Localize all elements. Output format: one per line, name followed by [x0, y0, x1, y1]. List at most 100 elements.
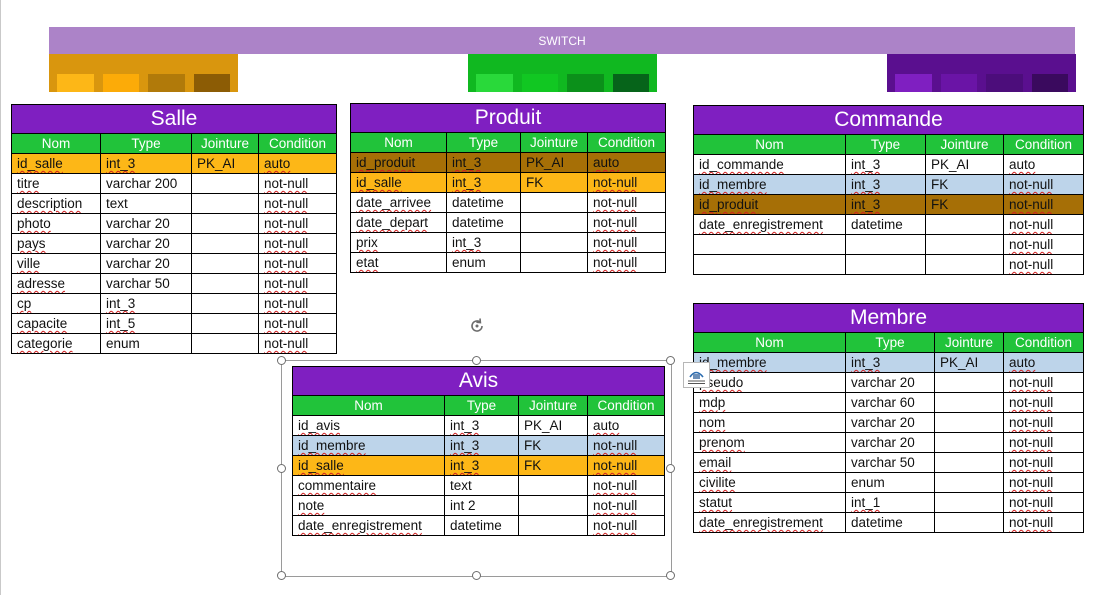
cell-condition[interactable]: not-null [1002, 392, 1085, 413]
cell-nom[interactable]: titre [11, 173, 101, 194]
cell-type[interactable]: int_3 [100, 293, 192, 314]
cell-jointure[interactable] [191, 273, 259, 294]
cell-nom[interactable]: civilite [693, 472, 846, 493]
cell-condition[interactable]: not-null [257, 213, 338, 234]
cell-jointure[interactable] [191, 333, 259, 354]
cell-type[interactable]: int_3 [446, 232, 521, 253]
cell-nom[interactable]: capacite [11, 313, 101, 334]
cell-type[interactable]: text [444, 475, 519, 496]
cell-nom[interactable]: ville [11, 253, 101, 274]
resize-handle-right[interactable] [666, 464, 675, 473]
cell-nom[interactable]: etat [350, 252, 447, 273]
cell-type[interactable]: varchar 50 [845, 452, 935, 473]
cell-nom[interactable]: description [11, 193, 101, 214]
cell-jointure[interactable]: FK [518, 455, 588, 476]
cell-nom[interactable]: date_arrivee [350, 192, 447, 213]
cell-jointure[interactable] [934, 492, 1004, 513]
cell-nom[interactable]: id_produit [693, 194, 846, 215]
resize-handle-top-right[interactable] [666, 356, 675, 365]
resize-handle-bottom-right[interactable] [666, 571, 675, 580]
table-membre[interactable]: Membre Nom Type Jointure Condition id_me… [692, 303, 1085, 533]
cell-nom[interactable]: note [292, 495, 445, 516]
cell-condition[interactable]: not-null [257, 313, 338, 334]
cell-nom[interactable]: id_membre [693, 174, 846, 195]
cell-type[interactable]: enum [100, 333, 192, 354]
cell-condition[interactable]: not-null [257, 253, 338, 274]
cell-jointure[interactable] [191, 293, 259, 314]
cell-nom[interactable]: commentaire [292, 475, 445, 496]
cell-jointure[interactable] [191, 233, 259, 254]
cell-nom[interactable]: pays [11, 233, 101, 254]
cell-type[interactable]: varchar 60 [845, 392, 935, 413]
cell-condition[interactable]: not-null [586, 495, 666, 516]
cell-type[interactable]: text [100, 193, 192, 214]
cell-condition[interactable]: not-null [257, 233, 338, 254]
cell-condition[interactable]: auto [1003, 154, 1084, 175]
cell-type[interactable]: int_3 [845, 154, 926, 175]
cell-type[interactable]: int_3 [446, 172, 521, 193]
cell-jointure[interactable]: PK_AI [925, 154, 1004, 175]
cell-nom[interactable]: id_salle [350, 172, 447, 193]
cell-condition[interactable]: not-null [1003, 194, 1084, 215]
cell-condition[interactable]: not-null [586, 172, 667, 193]
cell-type[interactable]: datetime [845, 512, 935, 533]
cell-nom[interactable] [693, 234, 846, 255]
cell-type[interactable]: int_3 [845, 352, 935, 373]
cell-jointure[interactable]: PK_AI [520, 152, 588, 173]
cell-jointure[interactable]: PK_AI [191, 153, 259, 174]
cell-condition[interactable]: not-null [257, 193, 338, 214]
cell-nom[interactable]: email [693, 452, 846, 473]
cell-condition[interactable]: not-null [1003, 174, 1084, 195]
cell-nom[interactable]: mdp [693, 392, 846, 413]
cell-nom[interactable]: cp [11, 293, 101, 314]
cell-type[interactable]: int_3 [845, 174, 926, 195]
cell-jointure[interactable]: FK [925, 174, 1004, 195]
cell-condition[interactable]: not-null [257, 333, 338, 354]
cell-condition[interactable]: not-null [1002, 472, 1085, 493]
cell-jointure[interactable] [925, 234, 1004, 255]
cell-type[interactable]: int_3 [845, 194, 926, 215]
cell-nom[interactable]: adresse [11, 273, 101, 294]
cell-nom[interactable]: id_salle [11, 153, 101, 174]
cell-type[interactable]: datetime [446, 192, 521, 213]
cell-nom[interactable]: pseudo [693, 372, 846, 393]
cell-condition[interactable]: auto [586, 152, 667, 173]
cell-condition[interactable]: not-null [1003, 254, 1084, 275]
cell-type[interactable]: varchar 20 [100, 213, 192, 234]
cell-nom[interactable]: categorie [11, 333, 101, 354]
cell-type[interactable]: int_3 [444, 455, 519, 476]
cell-jointure[interactable] [518, 495, 588, 516]
cell-condition[interactable]: auto [586, 415, 666, 436]
cell-nom[interactable]: id_produit [350, 152, 447, 173]
cell-condition[interactable]: not-null [257, 273, 338, 294]
cell-jointure[interactable] [191, 313, 259, 334]
cell-type[interactable]: int_3 [100, 153, 192, 174]
cell-condition[interactable]: not-null [586, 192, 667, 213]
cell-jointure[interactable] [934, 432, 1004, 453]
cell-condition[interactable]: not-null [1002, 412, 1085, 433]
cell-condition[interactable]: auto [1002, 352, 1085, 373]
cell-condition[interactable]: not-null [1002, 432, 1085, 453]
cell-condition[interactable]: not-null [586, 515, 666, 536]
cell-condition[interactable]: not-null [586, 232, 667, 253]
cell-jointure[interactable] [191, 213, 259, 234]
cell-condition[interactable]: auto [257, 153, 338, 174]
